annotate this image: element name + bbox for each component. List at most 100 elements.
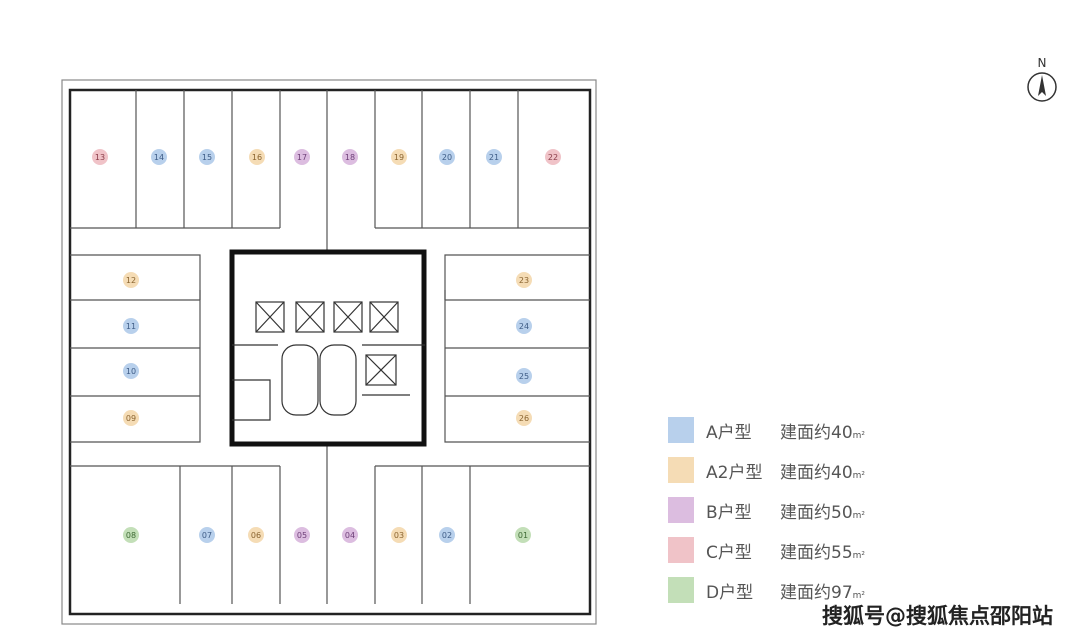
- unit-marker-circle: [486, 149, 502, 165]
- unit-22: 22: [545, 149, 561, 165]
- unit-marker-circle: [545, 149, 561, 165]
- unit-marker-circle: [123, 410, 139, 426]
- unit-12: 12: [123, 272, 139, 288]
- legend-area: 建面约55m²: [780, 542, 866, 563]
- legend-swatch: [668, 577, 694, 603]
- legend-type: B户型: [706, 502, 752, 523]
- unit-19: 19: [391, 149, 407, 165]
- unit-marker-circle: [248, 527, 264, 543]
- unit-marker-circle: [294, 149, 310, 165]
- legend-type: C户型: [706, 542, 752, 563]
- unit-11: 11: [123, 318, 139, 334]
- unit-13: 13: [92, 149, 108, 165]
- watermark: 搜狐号@搜狐焦点邵阳站: [822, 604, 1053, 628]
- unit-number: 04: [345, 531, 355, 540]
- core: [229, 249, 427, 447]
- unit-number: 17: [297, 153, 307, 162]
- unit-marker-circle: [342, 527, 358, 543]
- unit-marker-circle: [123, 363, 139, 379]
- legend-area: 建面约40m²: [780, 462, 866, 483]
- legend-area: 建面约97m²: [780, 582, 866, 603]
- unit-25: 25: [516, 368, 532, 384]
- unit-15: 15: [199, 149, 215, 165]
- unit-number: 25: [519, 372, 529, 381]
- walls: [61, 79, 597, 625]
- legend-item-c: C户型 建面约55m²: [668, 530, 865, 570]
- unit-number: 08: [126, 531, 136, 540]
- legend-swatch: [668, 497, 694, 523]
- unit-marker-circle: [391, 149, 407, 165]
- unit-10: 10: [123, 363, 139, 379]
- unit-03: 03: [391, 527, 407, 543]
- unit-number: 05: [297, 531, 307, 540]
- unit-number: 15: [202, 153, 212, 162]
- unit-06: 06: [248, 527, 264, 543]
- unit-marker-circle: [439, 527, 455, 543]
- unit-marker-circle: [199, 527, 215, 543]
- unit-number: 03: [394, 531, 404, 540]
- unit-01: 01: [515, 527, 531, 543]
- unit-04: 04: [342, 527, 358, 543]
- unit-21: 21: [486, 149, 502, 165]
- legend-type: A户型: [706, 422, 752, 443]
- legend-type: A2户型: [706, 462, 763, 483]
- legend-item-a2: A2户型建面约40m²: [668, 450, 865, 490]
- unit-23: 23: [516, 272, 532, 288]
- north-arrow: N: [1022, 56, 1062, 107]
- unit-number: 14: [154, 153, 164, 162]
- legend-type: D户型: [706, 582, 754, 603]
- unit-number: 01: [518, 531, 528, 540]
- unit-number: 13: [95, 153, 105, 162]
- legend-item-b: B户型 建面约50m²: [668, 490, 865, 530]
- unit-marker-circle: [249, 149, 265, 165]
- unit-17: 17: [294, 149, 310, 165]
- unit-marker-circle: [439, 149, 455, 165]
- unit-number: 26: [519, 414, 529, 423]
- unit-09: 09: [123, 410, 139, 426]
- legend-area: 建面约50m²: [780, 502, 866, 523]
- unit-number: 23: [519, 276, 529, 285]
- legend-swatch: [668, 537, 694, 563]
- unit-marker-circle: [92, 149, 108, 165]
- unit-16: 16: [249, 149, 265, 165]
- unit-marker-circle: [123, 318, 139, 334]
- unit-number: 20: [442, 153, 452, 162]
- unit-20: 20: [439, 149, 455, 165]
- unit-marker-circle: [123, 272, 139, 288]
- unit-marker-circle: [516, 410, 532, 426]
- unit-number: 07: [202, 531, 212, 540]
- unit-08: 08: [123, 527, 139, 543]
- unit-number: 22: [548, 153, 558, 162]
- unit-number: 02: [442, 531, 452, 540]
- legend-item-a: A户型 建面约40m²: [668, 410, 865, 450]
- unit-26: 26: [516, 410, 532, 426]
- unit-marker-circle: [123, 527, 139, 543]
- legend-item-d: D户型 建面约97m²: [668, 570, 865, 610]
- unit-number: 16: [252, 153, 262, 162]
- unit-number: 11: [126, 322, 136, 331]
- unit-number: 09: [126, 414, 136, 423]
- unit-marker-circle: [391, 527, 407, 543]
- legend-swatch: [668, 457, 694, 483]
- unit-number: 19: [394, 153, 404, 162]
- unit-marker-circle: [151, 149, 167, 165]
- unit-number: 10: [126, 367, 136, 376]
- unit-24: 24: [516, 318, 532, 334]
- unit-number: 18: [345, 153, 355, 162]
- unit-markers: 13 14 15 16 17 18 19 20 21 22 12 11 10 09 23 24 25 26 08 07…: [92, 149, 561, 543]
- unit-18: 18: [342, 149, 358, 165]
- unit-marker-circle: [294, 527, 310, 543]
- unit-marker-circle: [516, 272, 532, 288]
- compass-icon: [1027, 72, 1057, 102]
- legend-area: 建面约40m²: [780, 422, 866, 443]
- unit-14: 14: [151, 149, 167, 165]
- unit-05: 05: [294, 527, 310, 543]
- legend-swatch: [668, 417, 694, 443]
- unit-marker-circle: [516, 368, 532, 384]
- unit-marker-circle: [516, 318, 532, 334]
- unit-marker-circle: [342, 149, 358, 165]
- unit-marker-circle: [199, 149, 215, 165]
- unit-number: 21: [489, 153, 499, 162]
